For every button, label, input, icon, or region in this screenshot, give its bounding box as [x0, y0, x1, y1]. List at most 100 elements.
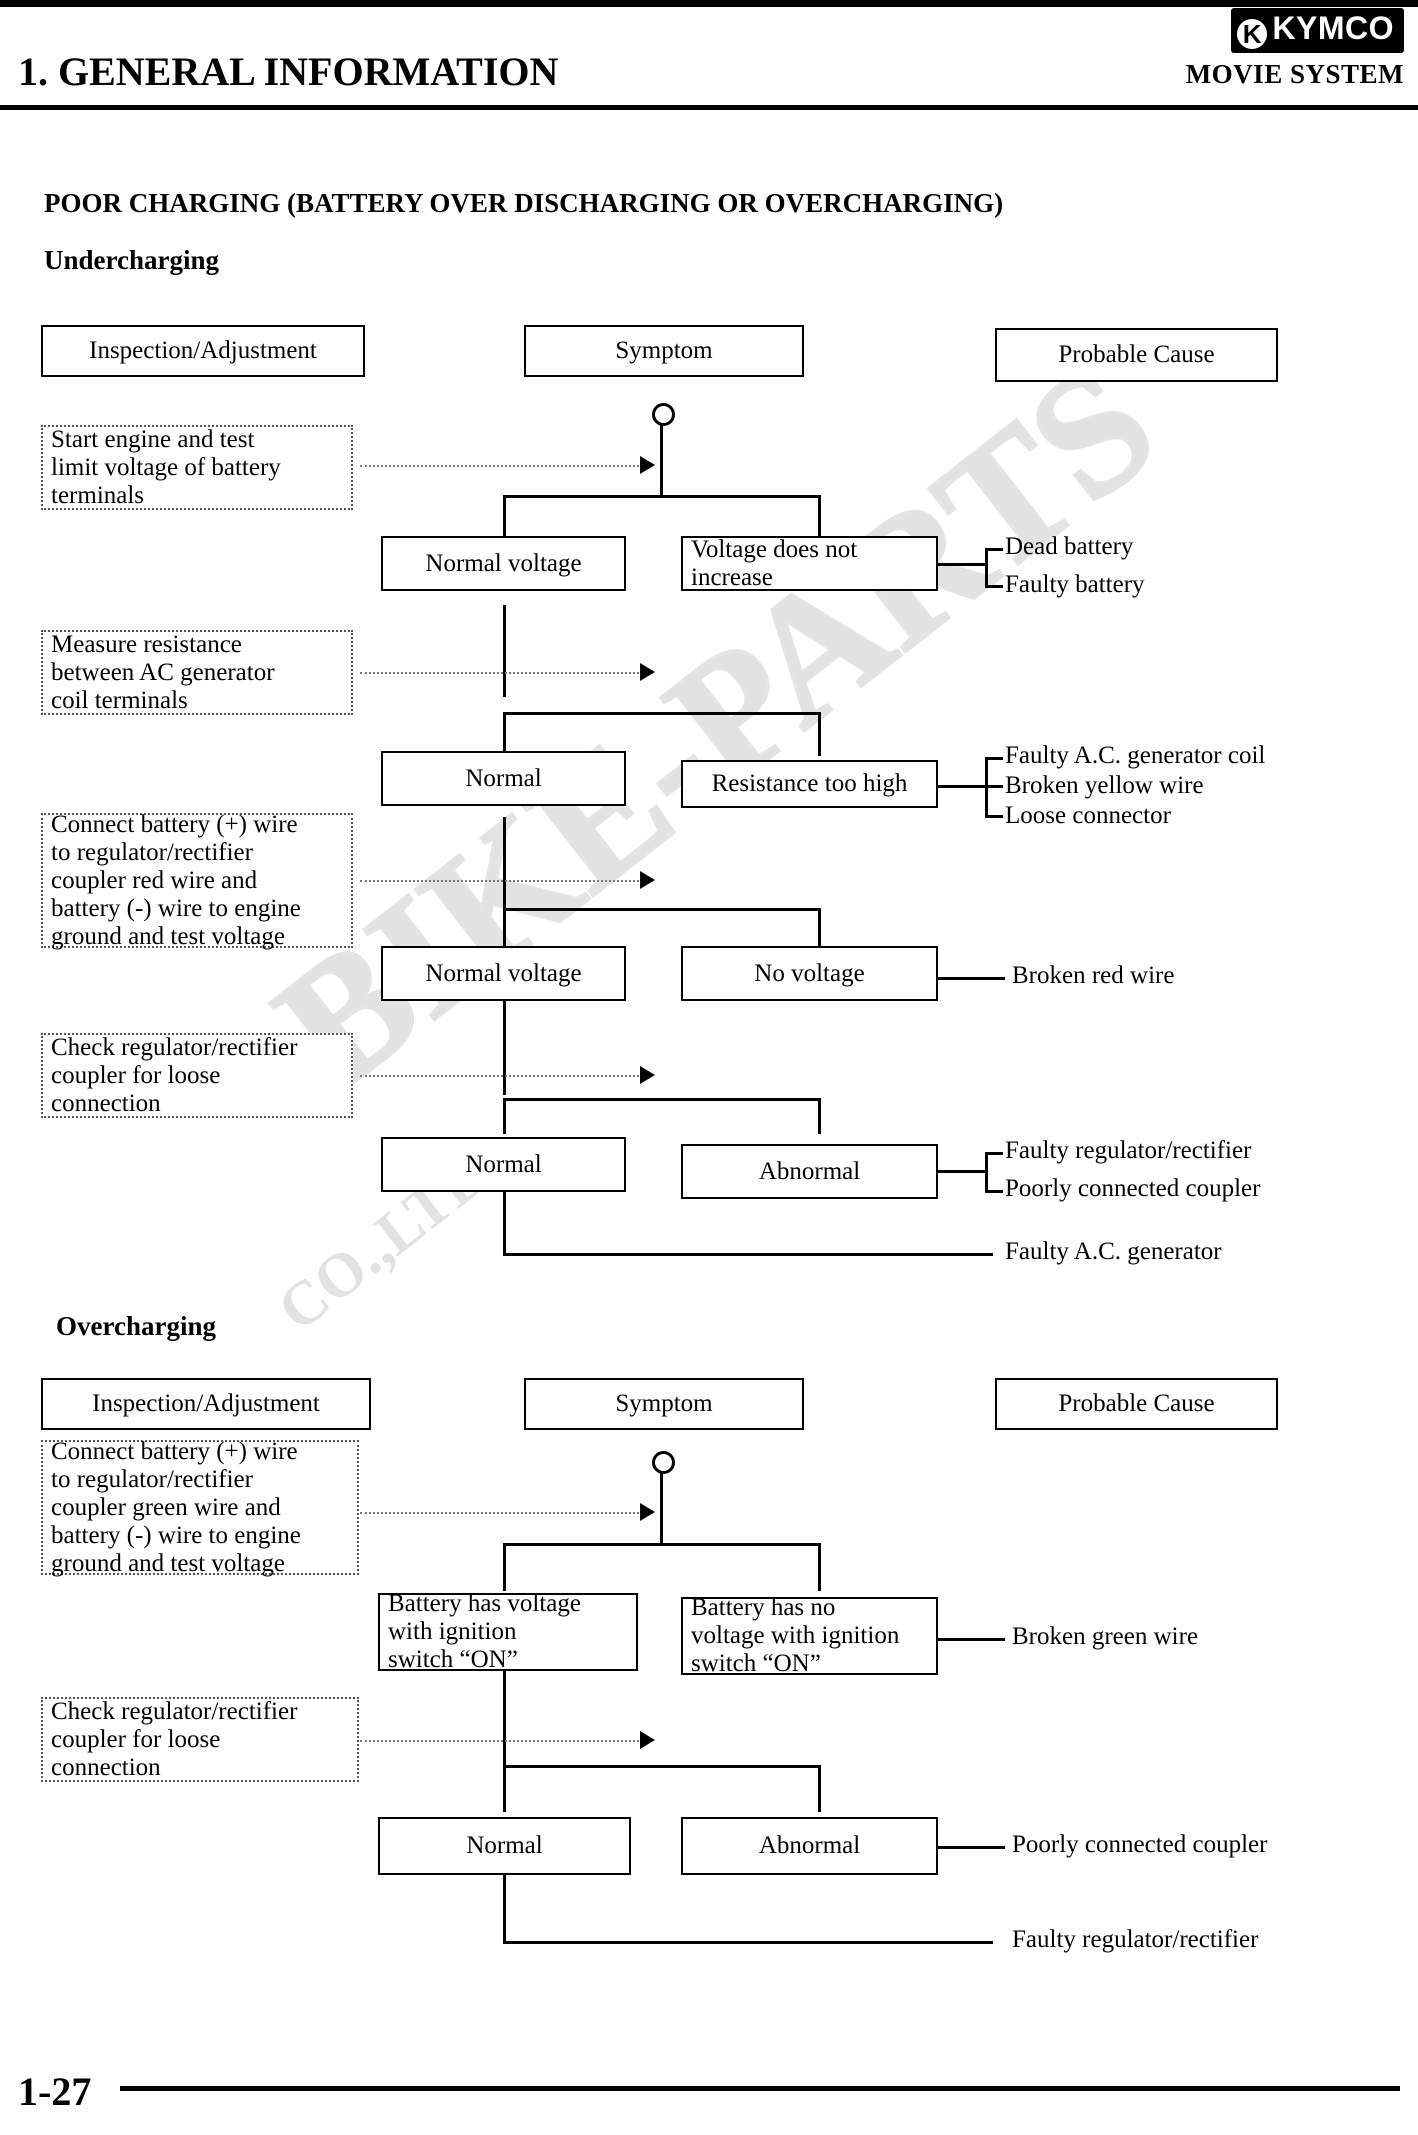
uc-abnormal-box-3: No voltage: [681, 946, 938, 1001]
oc-branch-1-left: [503, 1543, 506, 1591]
uc-branch-1-right: [818, 495, 821, 542]
uc-spine-2: [503, 605, 506, 697]
oc-branch-1: [503, 1543, 821, 1546]
oc-inspection-box-1: Connect battery (+) wire to regulator/re…: [41, 1438, 359, 1577]
oc-cause-1: Broken green wire: [1012, 1623, 1199, 1650]
uc-branch-3-right: [818, 908, 821, 952]
uc-normal-box-4: Normal: [381, 1137, 626, 1192]
uc-inspection-box-2: Measure resistance between AC generator …: [41, 630, 353, 715]
uc-arrow-3: [640, 871, 655, 889]
uc-cause-lead-1: [938, 563, 986, 566]
uc-flow-start-node: [652, 403, 675, 426]
brand-name: KYMCO: [1272, 10, 1394, 46]
uc-normal-box-2: Normal: [381, 751, 626, 806]
oc-cause-lead-2: [938, 1846, 1005, 1849]
uc-cause-9: Faulty A.C. generator: [1005, 1238, 1222, 1265]
uc-spine-3: [503, 712, 506, 757]
uc-cause-2: Faulty battery: [1005, 571, 1145, 598]
oc-abnormal-box-2: Abnormal: [681, 1817, 938, 1875]
oc-branch-1-right: [818, 1543, 821, 1591]
uc-cause-3: Faulty A.C. generator coil: [1005, 742, 1266, 769]
uc-cause-lead-4: [938, 1170, 986, 1173]
uc-dotted-4: [360, 1075, 643, 1077]
subsection-overcharging: Overcharging: [56, 1311, 216, 1341]
uc-branch-3: [503, 908, 821, 911]
k-mark-icon: K: [1237, 19, 1268, 49]
oc-cause-lead-1: [938, 1638, 1005, 1641]
uc-abnormal-box-1: Voltage does not increase: [681, 536, 938, 591]
oc-spine-3: [503, 1872, 506, 1944]
page-title-text: GENERAL INFORMATION: [58, 49, 559, 94]
uc-dotted-1: [360, 465, 643, 467]
page-title: 1. GENERAL INFORMATION: [18, 48, 558, 95]
uc-spine-4: [503, 908, 506, 953]
uc-arrow-2: [640, 663, 655, 681]
uc-cause-brace-1: [985, 548, 988, 588]
uc-cause-4: Broken yellow wire: [1005, 772, 1204, 799]
uc-branch-2-right: [818, 712, 821, 756]
uc-abnormal-box-4-label: Abnormal: [758, 1157, 861, 1185]
uc-arrow-1: [640, 456, 655, 474]
uc-column-header-probable-cause: Probable Cause: [995, 328, 1278, 382]
uc-abnormal-box-2: Resistance too high: [681, 760, 938, 808]
subsection-undercharging: Undercharging: [44, 245, 220, 275]
oc-branch-2-right: [818, 1765, 821, 1812]
oc-column-header-probable-cause: Probable Cause: [995, 1378, 1278, 1430]
oc-column-header-inspection: Inspection/Adjustment: [41, 1378, 371, 1430]
oc-cause-2: Poorly connected coupler: [1012, 1831, 1268, 1858]
uc-dotted-2: [360, 672, 643, 674]
uc-dotted-3: [360, 880, 643, 882]
uc-branch-1: [503, 495, 821, 498]
oc-dotted-1: [360, 1512, 643, 1514]
uc-abnormal-box-4: [681, 1144, 938, 1199]
oc-spine-2: [503, 1670, 506, 1766]
uc-cause-lead-2: [938, 785, 986, 788]
uc-inspection-box-4: Check regulator/rectifier coupler for lo…: [41, 1033, 353, 1118]
uc-spine-3b: [503, 817, 506, 910]
oc-branch-2-left: [503, 1765, 506, 1812]
oc-branch-2: [503, 1765, 821, 1768]
uc-cause-8: Poorly connected coupler: [1005, 1175, 1261, 1202]
oc-abnormal-box-1: Battery has no voltage with ignition swi…: [681, 1594, 938, 1677]
uc-branch-1-left: [503, 495, 506, 542]
uc-cause-5: Loose connector: [1005, 802, 1171, 829]
uc-normal-box-1: Normal voltage: [381, 536, 626, 591]
oc-flow-start-node: [652, 1451, 675, 1474]
header-top-rule: [0, 0, 1418, 7]
uc-cause-1: Dead battery: [1005, 533, 1134, 560]
page-title-number: 1.: [18, 49, 48, 94]
uc-cause-tick-2c: [985, 815, 1003, 818]
footer-page-number: 1-27: [18, 2069, 92, 2114]
footer-rule: [120, 2086, 1400, 2091]
oc-final-line: [503, 1941, 993, 1944]
section-heading: POOR CHARGING (BATTERY OVER DISCHARGING …: [44, 188, 1004, 218]
oc-cause-3: Faulty regulator/rectifier: [1012, 1926, 1259, 1953]
uc-cause-tick-4a: [985, 1152, 1003, 1155]
uc-cause-tick-1b: [985, 585, 1003, 588]
oc-arrow-2: [640, 1731, 655, 1749]
oc-arrow-1: [640, 1503, 655, 1521]
uc-cause-7: Faulty regulator/rectifier: [1005, 1137, 1252, 1164]
uc-inspection-box-3: Connect battery (+) wire to regulator/re…: [41, 811, 353, 950]
model-system-label: MOVIE SYSTEM: [1185, 59, 1404, 89]
uc-normal-box-3: Normal voltage: [381, 946, 626, 1001]
uc-cause-tick-2b: [985, 785, 1003, 788]
uc-arrow-4: [640, 1066, 655, 1084]
uc-cause-tick-1a: [985, 548, 1003, 551]
oc-spine-1: [660, 1466, 663, 1544]
uc-cause-tick-4b: [985, 1190, 1003, 1193]
uc-cause-6: Broken red wire: [1012, 962, 1175, 989]
uc-column-header-inspection: Inspection/Adjustment: [41, 325, 365, 377]
uc-spine-5b: [503, 1188, 506, 1256]
oc-normal-box-1: Battery has voltage with ignition switch…: [378, 1590, 638, 1673]
oc-normal-box-2: Normal: [378, 1817, 631, 1875]
uc-cause-lead-3: [938, 977, 1005, 980]
uc-spine-5: [503, 1098, 506, 1134]
oc-dotted-2: [360, 1740, 643, 1742]
uc-cause-tick-2a: [985, 757, 1003, 760]
uc-final-line: [503, 1253, 993, 1256]
oc-inspection-box-2: Check regulator/rectifier coupler for lo…: [41, 1697, 359, 1782]
uc-spine-1: [660, 418, 663, 496]
